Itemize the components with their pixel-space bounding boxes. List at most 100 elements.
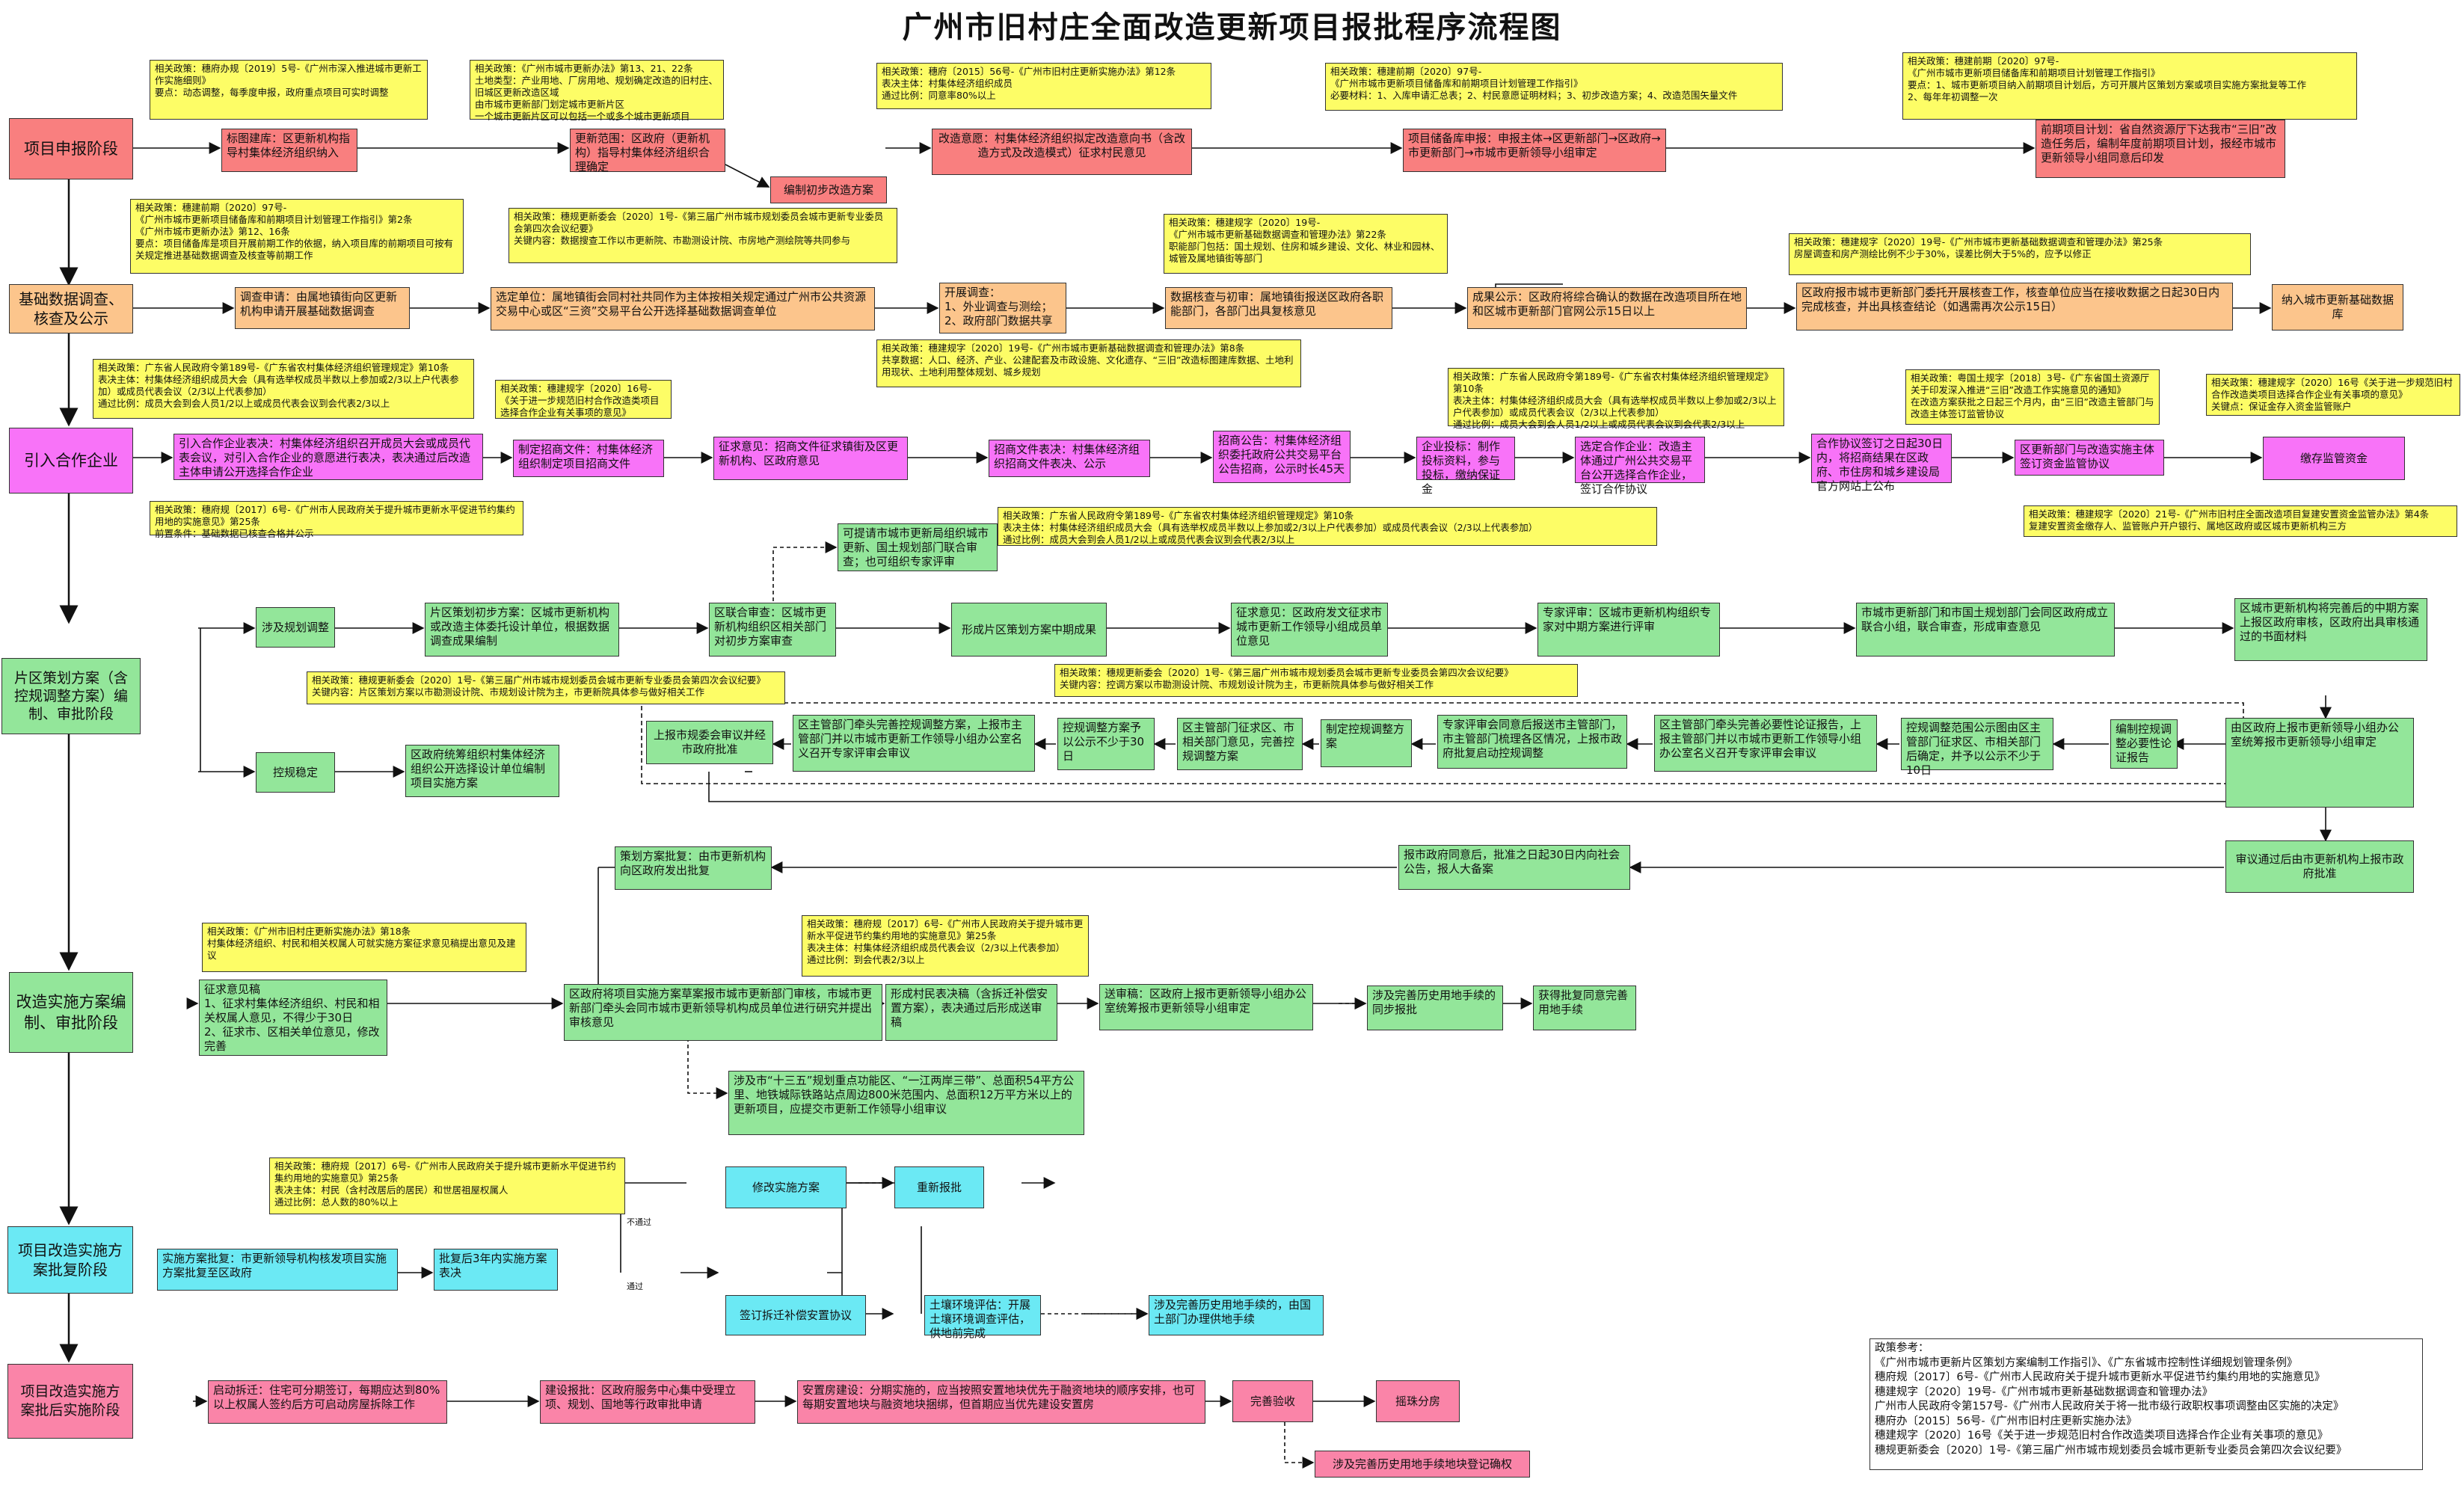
flow-box[interactable]: 选定单位：属地镇街会同村社共同作为主体按相关规定通过广州市公共资源交易中心或区“… [491, 287, 875, 330]
policy-note: 相关政策：穗府办规〔2019〕5号-《广州市深入推进城市更新工作实施细则》 要点… [150, 60, 428, 120]
flow-box[interactable]: 制定招商文件：村集体经济组织制定项目招商文件 [513, 440, 664, 477]
policy-note: 相关政策：穗建规字〔2020〕16号- 《关于进一步规范旧村合作改造类项目选择合… [495, 380, 672, 419]
stage-plan-approval-reply[interactable]: 项目改造实施方案批复阶段 [7, 1226, 133, 1294]
flow-box[interactable]: 土壤环境评估：开展土壤环境调查评估，供地前完成 [924, 1295, 1041, 1340]
policy-note: 相关政策：穗建规字〔2020〕19号-《广州市城市更新基础数据调查和管理办法》第… [876, 339, 1301, 387]
policy-note: 相关政策：广东省人民政府令第189号-《广东省农村集体经济组织管理规定》第10条… [998, 507, 1657, 546]
policy-note: 相关政策：广东省人民政府令第189号-《广东省农村集体经济组织管理规定》第10条… [93, 359, 474, 419]
flow-box[interactable]: 征求意见：招商文件征求镇街及区更新机构、区政府意见 [713, 437, 908, 480]
flow-box[interactable]: 摇珠分房 [1376, 1380, 1460, 1422]
flow-box[interactable]: 由区政府上报市更新领导小组办公室统筹报市更新领导小组审定 [2225, 718, 2414, 808]
flow-box[interactable]: 更新范围：区政府（更新机构）指导村集体经济组织合理确定 [570, 129, 725, 173]
flow-box[interactable]: 区政府报市城市更新部门委托开展核查工作，核查单位应当在接收数据之日起30日内完成… [1796, 283, 2233, 330]
flow-box[interactable]: 修改实施方案 [725, 1166, 847, 1208]
policy-note: 相关政策：《广州市旧村庄更新实施办法》第18条 村集体经济组织、村民和相关权属人… [202, 923, 526, 972]
flow-box[interactable]: 实施方案批复：市更新领导机构核发项目实施方案批复至区政府 [157, 1249, 398, 1291]
flow-box[interactable]: 签订拆迁补偿安置协议 [725, 1295, 866, 1335]
flow-box[interactable]: 项目储备库申报：申报主体→区更新部门→区政府→市更新部门→市城市更新领导小组审定 [1403, 129, 1666, 172]
policy-note: 相关政策：穗建前期〔2020〕97号- 《广州市城市更新项目储备库和前期项目计划… [1325, 63, 1783, 111]
flow-box[interactable]: 完善验收 [1232, 1380, 1313, 1422]
policy-note: 相关政策：穗规更新委会〔2020〕1号-《第三届广州市城市规划委员会城市更新专业… [307, 671, 785, 704]
flow-box[interactable]: 报市政府同意后，批准之日起30日内向社会公告，报人大备案 [1398, 845, 1630, 890]
flow-box[interactable]: 区联合审查：区城市更新机构组织区相关部门对初步方案审查 [709, 603, 836, 657]
flow-box[interactable]: 开展调查： 1、外业调查与测绘； 2、政府部门数据共享 [939, 283, 1066, 333]
stage-partner-introduction[interactable]: 引入合作企业 [9, 428, 133, 494]
policy-note: 相关政策：穗建规字〔2020〕16号《关于进一步规范旧村合作改造类项目选择合作企… [2206, 374, 2460, 416]
policy-note: 相关政策：广东省人民政府令第189号-《广东省农村集体经济组织管理规定》第10条… [1448, 368, 1784, 430]
policy-note: 相关政策：穗府规〔2017〕6号-《广州市人民政府关于提升城市更新水平促进节约集… [269, 1157, 625, 1214]
flow-box[interactable]: 启动拆迁：住宅可分期签订，每期应达到80%以上权属人签约后方可启动房屋拆除工作 [208, 1380, 447, 1424]
flow-box[interactable]: 涉及完善历史用地手续地块登记确权 [1315, 1451, 1530, 1478]
policy-note: 相关政策：穗建规字〔2020〕19号- 《广州市城市更新基础数据调查和管理办法》… [1164, 214, 1448, 274]
flow-box[interactable]: 区主管部门牵头完善必要性论证报告，上报主管部门并以市城市更新工作领导小组办公室名… [1654, 715, 1877, 772]
flow-box[interactable]: 缴存监管资金 [2263, 437, 2405, 480]
flow-box[interactable]: 专家评审：区城市更新机构组织专家对中期方案进行评审 [1537, 603, 1720, 657]
flow-box[interactable]: 征求意见：区政府发文征求市城市更新工作领导小组成员单位意见 [1231, 603, 1388, 657]
flow-box[interactable]: 合作协议签订之日起30日内，将招商结果在区政府、市住房和城乡建设局官方网站上公布 [1811, 434, 1952, 493]
flow-box[interactable]: 选定合作企业：改造主体通过广州公共交易平台公开选择合作企业，签订合作协议 [1575, 437, 1705, 496]
flow-box[interactable]: 形成片区策划方案中期成果 [951, 603, 1107, 657]
flow-box[interactable]: 招商公告：村集体经济组织委托政府公共交易平台公告招商，公示时长45天 [1213, 431, 1351, 483]
flow-box[interactable]: 区主管部门牵头完善控规调整方案，上报市主管部门并以市城市更新工作领导小组办公室名… [793, 715, 1035, 772]
flow-box[interactable]: 企业投标：制作投标资料，参与投标，缴纳保证金 [1416, 437, 1515, 496]
policy-note: 相关政策：穗规更新委会〔2020〕1号-《第三届广州市城市规划委员会城市更新专业… [1054, 664, 1578, 697]
policy-note: 相关政策：《广州市城市更新办法》第13、21、22条 土地类型：产业用地、厂房用… [470, 60, 724, 122]
flow-box[interactable]: 形成村民表决稿（含拆迁补偿安置方案），表决通过后形成送审稿 [885, 984, 1057, 1041]
flow-box[interactable]: 可提请市城市更新局组织城市更新、国土规划部门联合审查；也可组织专家评审 [838, 523, 998, 571]
flow-box[interactable]: 招商文件表决：村集体经济组织招商文件表决、公示 [989, 440, 1150, 477]
flow-box[interactable]: 前期项目计划：省自然资源厅下达我市“三旧”改造任务后，编制年度前期项目计划，报经… [2036, 120, 2285, 178]
flow-box[interactable]: 获得批复同意完善用地手续 [1533, 986, 1636, 1030]
flow-box[interactable]: 区城市更新机构将完善后的中期方案上报区政府审核，区政府出具审核通过的书面材料 [2234, 598, 2427, 661]
flow-box[interactable]: 引入合作企业表决：村集体经济组织召开成员大会或成员代表会议，对引入合作企业的意愿… [173, 434, 483, 480]
flow-box[interactable]: 送审稿：区政府上报市更新领导小组办公室统筹报市更新领导小组审定 [1099, 984, 1313, 1030]
flow-box[interactable]: 改造意愿：村集体经济组织拟定改造意向书（含改造方式及改造模式）征求村民意见 [932, 129, 1192, 175]
flow-box[interactable]: 控规稳定 [256, 752, 335, 793]
flow-box[interactable]: 涉及规划调整 [256, 607, 335, 648]
flow-box[interactable]: 标图建库：区更新机构指导村集体经济组织纳入 [221, 129, 357, 172]
branch-label-pass: 通过 [627, 1282, 643, 1291]
policy-note: 相关政策：穗府规〔2017〕6号-《广州市人民政府关于提升城市更新水平促进节约集… [150, 501, 523, 539]
flow-box[interactable]: 区主管部门征求区、市相关部门意见，完善控规调整方案 [1177, 718, 1303, 770]
policy-note: 相关政策：穗建前期〔2020〕97号- 《广州市城市更新项目储备库和前期项目计划… [130, 199, 464, 274]
policy-note: 相关政策：穗建规字〔2020〕19号-《广州市城市更新基础数据调查和管理办法》第… [1789, 233, 2251, 275]
flow-box[interactable]: 成果公示：区政府将综合确认的数据在改造项目所在地和区城市更新部门官网公示15日以… [1467, 287, 1747, 329]
flow-box[interactable]: 控规调整范围公示图由区主管部门征求区、市相关部门后确定，并予以公示不少于10日 [1901, 718, 2053, 777]
stage-base-data-survey[interactable]: 基础数据调查、核查及公示 [9, 284, 133, 333]
flow-box[interactable]: 区更新部门与改造实施主体签订资金监管协议 [2015, 440, 2164, 476]
flow-box[interactable]: 编制初步改造方案 [770, 176, 887, 203]
flow-box[interactable]: 纳入城市更新基础数据库 [2272, 284, 2403, 330]
stage-project-application[interactable]: 项目申报阶段 [9, 118, 133, 179]
flow-box[interactable]: 批复后3年内实施方案表决 [434, 1249, 558, 1291]
flow-box[interactable]: 控规调整方案予以公示不少于30日 [1057, 718, 1155, 770]
policy-note: 相关政策：穗府规〔2017〕6号-《广州市人民政府关于提升城市更新水平促进节约集… [802, 915, 1089, 977]
flow-box[interactable]: 制定控规调整方案 [1321, 719, 1412, 767]
flow-box[interactable]: 征求意见稿 1、征求村集体经济组织、村民和相关权属人意见，不得少于30日 2、征… [199, 980, 387, 1056]
policy-references: 政策参考： 《广州市城市更新片区策划方案编制工作指引》、《广东省城市控制性详细规… [1869, 1338, 2423, 1470]
flow-box[interactable]: 编制控规调整必要性论证报告 [2110, 719, 2178, 769]
flow-box[interactable]: 上报市规委会审议并经市政府批准 [646, 721, 773, 764]
flow-box[interactable]: 策划方案批复：由市更新机构向区政府发出批复 [615, 846, 772, 890]
flow-box[interactable]: 建设报批：区政府服务中心集中受理立项、规划、国地等行政审批申请 [540, 1380, 755, 1424]
flow-box[interactable]: 市城市更新部门和市国土规划部门会同区政府成立联合小组，联合审查，形成审查意见 [1856, 603, 2115, 657]
flow-box[interactable]: 涉及完善历史用地手续的，由国土部门办理供地手续 [1149, 1295, 1324, 1335]
flow-box[interactable]: 区政府将项目实施方案草案报市城市更新部门审核，市城市更新部门牵头会同市城市更新领… [564, 984, 882, 1041]
flow-box[interactable]: 重新报批 [894, 1166, 984, 1208]
stage-implementation-plan[interactable]: 改造实施方案编制、审批阶段 [9, 972, 133, 1053]
flow-box[interactable]: 涉及完善历史用地手续的同步报批 [1367, 986, 1503, 1030]
policy-note: 相关政策：穗规更新委会〔2020〕1号-《第三届广州市城市规划委员会城市更新专业… [509, 208, 897, 263]
flow-box[interactable]: 片区策划初步方案：区城市更新机构或改造主体委托设计单位，根据数据调查成果编制 [425, 603, 619, 657]
flow-box[interactable]: 区政府统筹组织村集体经济组织公开选择设计单位编制项目实施方案 [405, 745, 559, 797]
stage-post-approval-implementation[interactable]: 项目改造实施方案批后实施阶段 [7, 1364, 133, 1439]
flow-box[interactable]: 涉及市“十三五”规划重点功能区、“一江两岸三带”、总面积54平方公里、地铁城际铁… [728, 1071, 1084, 1135]
flow-box[interactable]: 调查申请：由属地镇街向区更新机构申请开展基础数据调查 [235, 287, 410, 329]
flow-box[interactable]: 专家评审会同意后报送市主管部门，市主管部门梳理各区情况，上报市政府批复启动控规调… [1437, 715, 1627, 769]
flow-box[interactable]: 安置房建设：分期实施的，应当按照安置地块优先于融资地块的顺序安排，也可每期安置地… [797, 1380, 1205, 1424]
flow-box[interactable]: 数据核查与初审：属地镇街报送区政府各职能部门，各部门出具复核意见 [1165, 287, 1392, 329]
policy-note: 相关政策：穗建规字〔2020〕21号-《广州市旧村庄全面改造项目复建安置资金监管… [2024, 505, 2457, 537]
stage-area-plan-approval[interactable]: 片区策划方案（含控规调整方案）编制、审批阶段 [1, 658, 141, 734]
policy-note: 相关政策：粤国土规字〔2018〕3号-《广东省国土资源厅关于印发深入推进“三旧”… [1905, 369, 2160, 425]
flow-box[interactable]: 审议通过后由市更新机构上报市政府批准 [2225, 840, 2414, 893]
policy-note: 相关政策：穗建前期〔2020〕97号- 《广州市城市更新项目储备库和前期项目计划… [1902, 52, 2357, 120]
branch-label-fail: 不通过 [627, 1217, 651, 1227]
